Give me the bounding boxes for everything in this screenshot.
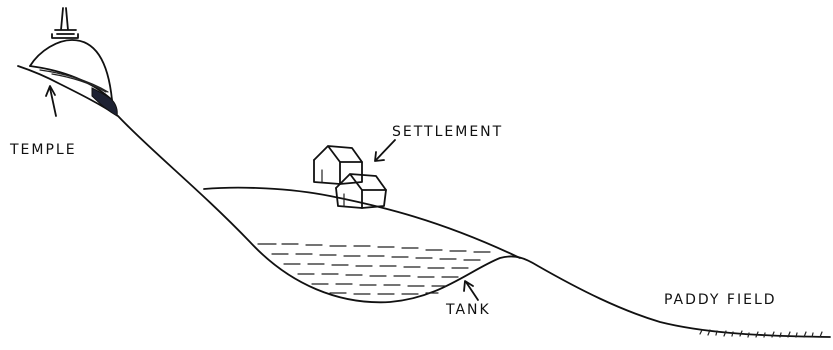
settlement-houses xyxy=(313,145,387,209)
label-settlement: SETTLEMENT xyxy=(392,124,504,140)
settlement-ground xyxy=(203,186,521,259)
label-tank: TANK xyxy=(446,302,491,318)
temple-stupa xyxy=(29,7,118,117)
house-back xyxy=(313,145,363,185)
stupa-ring-2 xyxy=(51,73,107,93)
label-paddy-field: PADDY FIELD xyxy=(664,292,777,308)
house-front xyxy=(335,173,387,209)
label-temple: TEMPLE xyxy=(10,142,77,158)
settlement-arrow xyxy=(374,139,396,162)
tank-water xyxy=(257,243,491,295)
stupa-dome xyxy=(29,39,113,101)
paddy-grass xyxy=(699,329,823,338)
stupa-spire xyxy=(51,7,79,39)
stupa-ring-1 xyxy=(39,69,109,93)
stupa-shadow xyxy=(91,87,118,117)
temple-arrow xyxy=(45,85,57,117)
tank-arrow xyxy=(463,280,479,301)
